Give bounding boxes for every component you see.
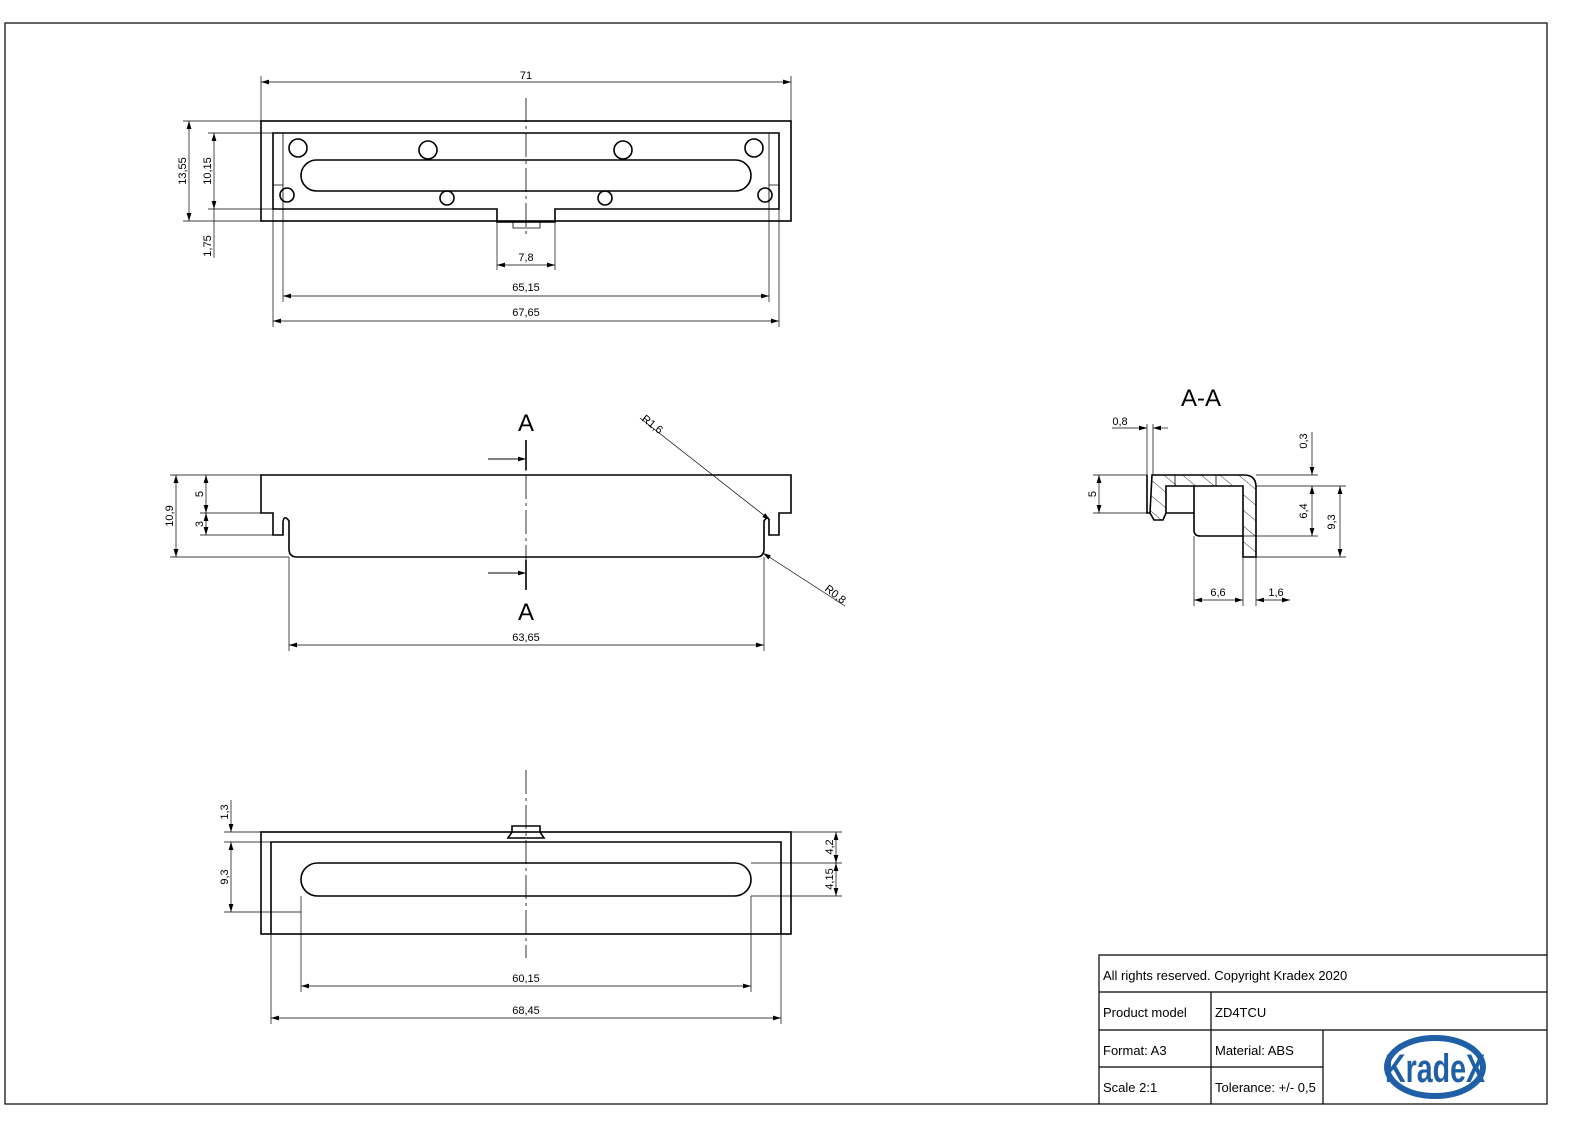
product-model-label: Product model [1103, 1005, 1187, 1020]
dim-overall-length: 71 [520, 70, 532, 82]
dim-leg-width: 1,6 [1268, 587, 1283, 599]
dim-tab-width: 7,8 [518, 252, 533, 264]
dim-top-height: 5 [194, 491, 206, 497]
dim-total-height: 10,9 [164, 505, 176, 526]
product-model-value: ZD4TCU [1215, 1005, 1266, 1020]
dim-inner-width: 65,15 [512, 282, 540, 294]
dim-pocket-width: 6,6 [1210, 587, 1225, 599]
dim-leg-height: 3 [194, 521, 206, 527]
dim-leg-height-aa: 9,3 [1326, 514, 1338, 529]
section-a-a: A-A 0,8 5 0,3 6,4 9,3 6,6 1,6 [1087, 385, 1346, 606]
dim-height-inner: 10,15 [202, 157, 214, 185]
dim-offset-top: 4,2 [824, 839, 836, 854]
dim-body-length: 63,65 [512, 632, 540, 644]
copyright-text: All rights reserved. Copyright Kradex 20… [1103, 968, 1347, 983]
dim-wall: 0,8 [1112, 416, 1127, 428]
scale-text: Scale 2:1 [1103, 1080, 1157, 1095]
dim-tab-height: 1,75 [202, 235, 214, 256]
logo-text: KradeX [1385, 1047, 1485, 1091]
dim-slot-offset: 9,3 [219, 869, 231, 884]
tolerance-text: Tolerance: +/- 0,5 [1215, 1080, 1316, 1095]
dim-tab-depth: 1,3 [219, 804, 231, 819]
kradex-logo: KradeX [1384, 1035, 1486, 1099]
dim-step: 5 [1087, 491, 1099, 497]
dim-pocket-depth: 6,4 [1298, 503, 1310, 518]
dim-frame-width: 67,65 [512, 307, 540, 319]
dim-height-outer: 13,55 [177, 157, 189, 185]
dim-slot-height: 4,15 [824, 868, 836, 889]
material-text: Material: ABS [1215, 1043, 1294, 1058]
section-title: A-A [1181, 385, 1221, 412]
format-text: Format: A3 [1103, 1043, 1167, 1058]
sheet-border [4, 22, 1548, 1105]
dim-top-thickness: 0,3 [1298, 433, 1310, 448]
top-view: 71 65,15 67,65 7,8 13,55 10,15 1,75 [177, 70, 792, 327]
section-label-bottom: A [518, 599, 534, 626]
dim-slot-length: 60,15 [512, 973, 540, 985]
side-view: A A R1,6 R0,8 63,65 10,9 5 3 [164, 410, 848, 651]
dim-inner-length: 68,45 [512, 1005, 540, 1017]
bottom-view: 60,15 68,45 1,3 9,3 4,2 4,15 [219, 770, 842, 1024]
dim-radius-bottom: R0,8 [822, 583, 848, 607]
title-block: All rights reserved. Copyright Kradex 20… [1098, 954, 1547, 1104]
dim-radius-top: R1,6 [639, 413, 665, 437]
section-label-top: A [518, 410, 534, 437]
